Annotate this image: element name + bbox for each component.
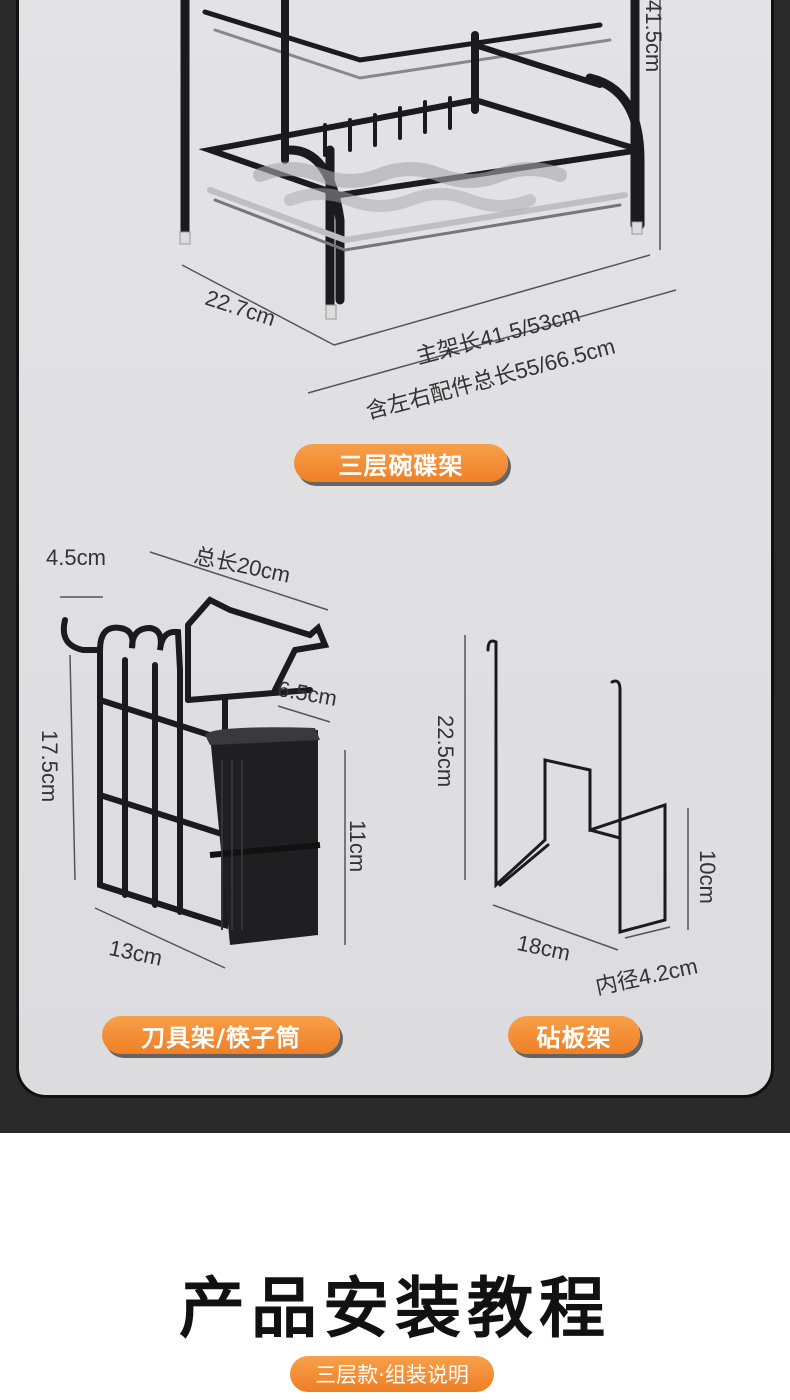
dish-rack-label: 三层碗碟架 xyxy=(294,444,508,482)
knife-height-label: 17.5cm xyxy=(37,730,62,803)
rack-height-label: 41.5cm xyxy=(641,0,666,73)
knife-holder-label: 刀具架/筷子筒 xyxy=(102,1016,340,1054)
board-inner-height-label: 10cm xyxy=(695,850,720,904)
product-illustrations xyxy=(60,0,689,969)
knife-holder-image xyxy=(60,596,330,930)
board-holder-image xyxy=(486,639,667,934)
board-height-label: 22.5cm xyxy=(433,715,458,788)
dish-rack-dim-lines xyxy=(181,0,677,394)
board-dim-lines xyxy=(464,635,689,951)
dish-rack-image xyxy=(179,0,645,320)
cup-height-label: 11cm xyxy=(345,820,370,873)
product-panel xyxy=(16,0,774,1098)
board-holder-label: 砧板架 xyxy=(508,1016,640,1054)
tutorial-subtitle: 三层款·组装说明 xyxy=(290,1356,494,1392)
knife-hook-label: 4.5cm xyxy=(46,545,106,570)
tutorial-heading: 产品安装教程 xyxy=(179,1270,611,1347)
utensil-cup-image xyxy=(205,727,321,945)
knife-dim-lines xyxy=(60,551,346,969)
